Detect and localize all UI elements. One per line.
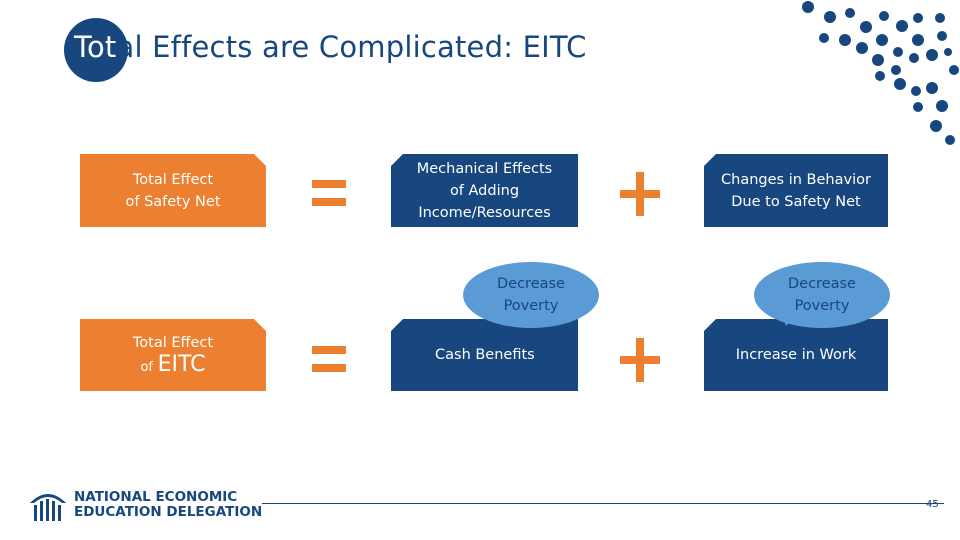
- title-highlight: Tot: [74, 30, 117, 64]
- plus-sign-row2: [620, 338, 660, 382]
- page-number: 45: [926, 499, 939, 510]
- eitc-box-label: Total Effect: [132, 334, 214, 351]
- equals-sign-row2: [312, 346, 346, 372]
- total-effect-safety-net-box: Total Effect of Safety Net: [80, 154, 266, 227]
- slide-title: Total Effects are Complicated: EITC: [74, 30, 587, 64]
- plus-sign-row1: [620, 172, 660, 216]
- eitc-label: EITC: [157, 351, 206, 377]
- changes-in-behavior-box: Changes in Behavior Due to Safety Net: [704, 154, 888, 227]
- need-logo-icon: [30, 494, 66, 521]
- org-line-1: NATIONAL ECONOMIC: [74, 489, 238, 505]
- equals-sign-row1: [312, 180, 346, 206]
- total-effect-eitc-box: Total Effect of EITC: [80, 319, 266, 391]
- eitc-of-label: of: [140, 359, 153, 375]
- title-accent-circle: [64, 18, 128, 82]
- org-line-2: EDUCATION DELEGATION: [74, 504, 263, 520]
- decrease-poverty-bubble-right: Decrease Poverty: [754, 262, 890, 328]
- cash-benefits-box: Cash Benefits: [391, 319, 578, 391]
- decrease-poverty-bubble-middle: Decrease Poverty: [463, 262, 599, 328]
- footer-divider: [262, 503, 944, 504]
- eitc-box-subtitle: of EITC: [140, 354, 205, 379]
- organization-name: NATIONAL ECONOMIC EDUCATION DELEGATION: [74, 490, 262, 520]
- title-rest: al Effects are Complicated: EITC: [116, 30, 587, 64]
- mechanical-effects-box: Mechanical Effects of Adding Income/Reso…: [391, 154, 578, 227]
- increase-in-work-box: Increase in Work: [704, 319, 888, 391]
- dot-pattern-decoration: [802, 1, 959, 145]
